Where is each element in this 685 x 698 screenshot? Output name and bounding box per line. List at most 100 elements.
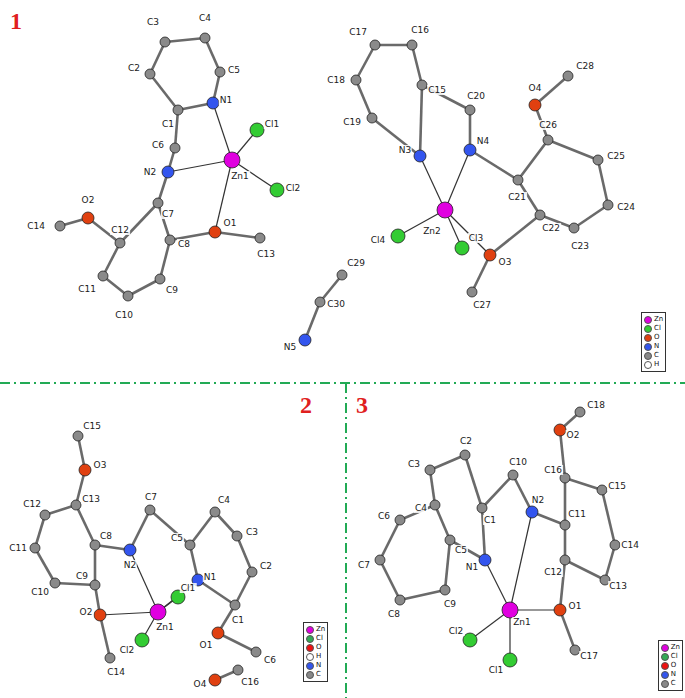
legend-text: Cl — [654, 324, 661, 333]
atom-label: C1 — [231, 615, 245, 625]
atom-ellipsoid — [477, 503, 487, 513]
legend-text: H — [654, 360, 659, 369]
bond-line — [420, 156, 445, 210]
atom-label: C14 — [620, 540, 640, 550]
atom-ellipsoid — [90, 540, 100, 550]
atom-label: C7 — [161, 209, 175, 219]
atom-label: C20 — [466, 91, 486, 101]
legend-row: N — [306, 661, 325, 670]
atom-ellipsoid — [79, 464, 91, 476]
legend-row: Zn — [661, 643, 680, 652]
bond-line — [205, 38, 220, 72]
atom-ellipsoid — [455, 241, 469, 255]
atom-ellipsoid — [165, 235, 175, 245]
atom-label: C29 — [346, 258, 366, 268]
bond-line — [103, 243, 120, 276]
atom-label: C6 — [377, 511, 391, 521]
atom-ellipsoid — [209, 226, 221, 238]
bond-line — [35, 548, 55, 583]
atom-label: C3 — [245, 527, 259, 537]
atom-ellipsoid — [464, 144, 476, 156]
atom-ellipsoid — [391, 229, 405, 243]
atom-label: O4 — [193, 679, 208, 689]
bond-line — [465, 455, 482, 508]
atom-ellipsoid — [463, 633, 477, 647]
legend-swatch — [306, 671, 314, 679]
atom-label: O2 — [566, 430, 581, 440]
legend-text: N — [316, 661, 321, 670]
bond-line — [445, 150, 470, 210]
legend-row: Zn — [306, 625, 325, 634]
bond-line — [412, 45, 422, 85]
bond-line — [160, 240, 170, 279]
bond-line — [605, 545, 615, 580]
legend-text: H — [316, 652, 321, 661]
legend-swatch — [661, 653, 669, 661]
atom-ellipsoid — [224, 152, 240, 168]
atom-ellipsoid — [560, 520, 570, 530]
atom-ellipsoid — [115, 238, 125, 248]
bond-line — [168, 160, 232, 172]
atom-label: O1 — [199, 640, 214, 650]
legend-swatch — [644, 352, 652, 360]
atom-label: N2 — [531, 495, 545, 505]
legend-text: Zn — [316, 625, 325, 634]
atom-ellipsoid — [508, 470, 518, 480]
atom-label: C4 — [414, 503, 428, 513]
atom-ellipsoid — [502, 602, 518, 618]
atom-label: C13 — [81, 494, 101, 504]
bond-line — [175, 110, 178, 148]
atom-label: C15 — [82, 421, 102, 431]
legend-text: Zn — [671, 643, 680, 652]
panel-number: 2 — [300, 392, 312, 418]
atom-label: C17 — [348, 27, 368, 37]
atom-ellipsoid — [145, 69, 155, 79]
atom-label: Zn1 — [230, 171, 250, 181]
bond-line — [165, 38, 205, 42]
bond-line — [548, 140, 598, 160]
atom-ellipsoid — [212, 627, 224, 639]
atom-ellipsoid — [610, 540, 620, 550]
bond-line — [430, 455, 465, 470]
atom-label: O1 — [223, 218, 238, 228]
atom-label: C12 — [543, 567, 563, 577]
legend-swatch — [306, 644, 314, 652]
atom-ellipsoid — [30, 543, 40, 553]
atom-label: C12 — [110, 225, 130, 235]
legend-text: N — [654, 342, 659, 351]
atom-ellipsoid — [395, 595, 405, 605]
atom-ellipsoid — [170, 143, 180, 153]
legend-row: O — [661, 661, 680, 670]
atom-label: C9 — [75, 571, 89, 581]
atom-ellipsoid — [145, 505, 155, 515]
atom-ellipsoid — [460, 450, 470, 460]
atom-label: N3 — [398, 145, 412, 155]
bond-line — [490, 215, 540, 255]
atom-label: Cl2 — [119, 645, 136, 655]
atom-ellipsoid — [315, 297, 325, 307]
legend-row: C — [661, 679, 680, 688]
bond-line — [100, 612, 158, 615]
atom-label: C15 — [427, 85, 447, 95]
atom-ellipsoid — [250, 123, 264, 137]
atom-label: C14 — [106, 667, 126, 677]
atom-label: C13 — [608, 581, 628, 591]
atom-ellipsoid — [503, 653, 517, 667]
atom-ellipsoid — [526, 506, 538, 518]
atom-ellipsoid — [50, 578, 60, 588]
atom-label: Cl1 — [488, 665, 505, 675]
legend-swatch — [644, 334, 652, 342]
bond-line — [445, 540, 450, 590]
legend-text: O — [654, 333, 660, 342]
atom-ellipsoid — [230, 600, 240, 610]
atom-ellipsoid — [215, 67, 225, 77]
atom-ellipsoid — [440, 585, 450, 595]
bond-line — [420, 85, 422, 156]
legend-swatch — [661, 662, 669, 670]
atom-label: Cl4 — [370, 235, 387, 245]
atom-label: O3 — [93, 460, 108, 470]
atom-ellipsoid — [375, 555, 385, 565]
legend-row: H — [306, 652, 325, 661]
atom-ellipsoid — [351, 75, 361, 85]
